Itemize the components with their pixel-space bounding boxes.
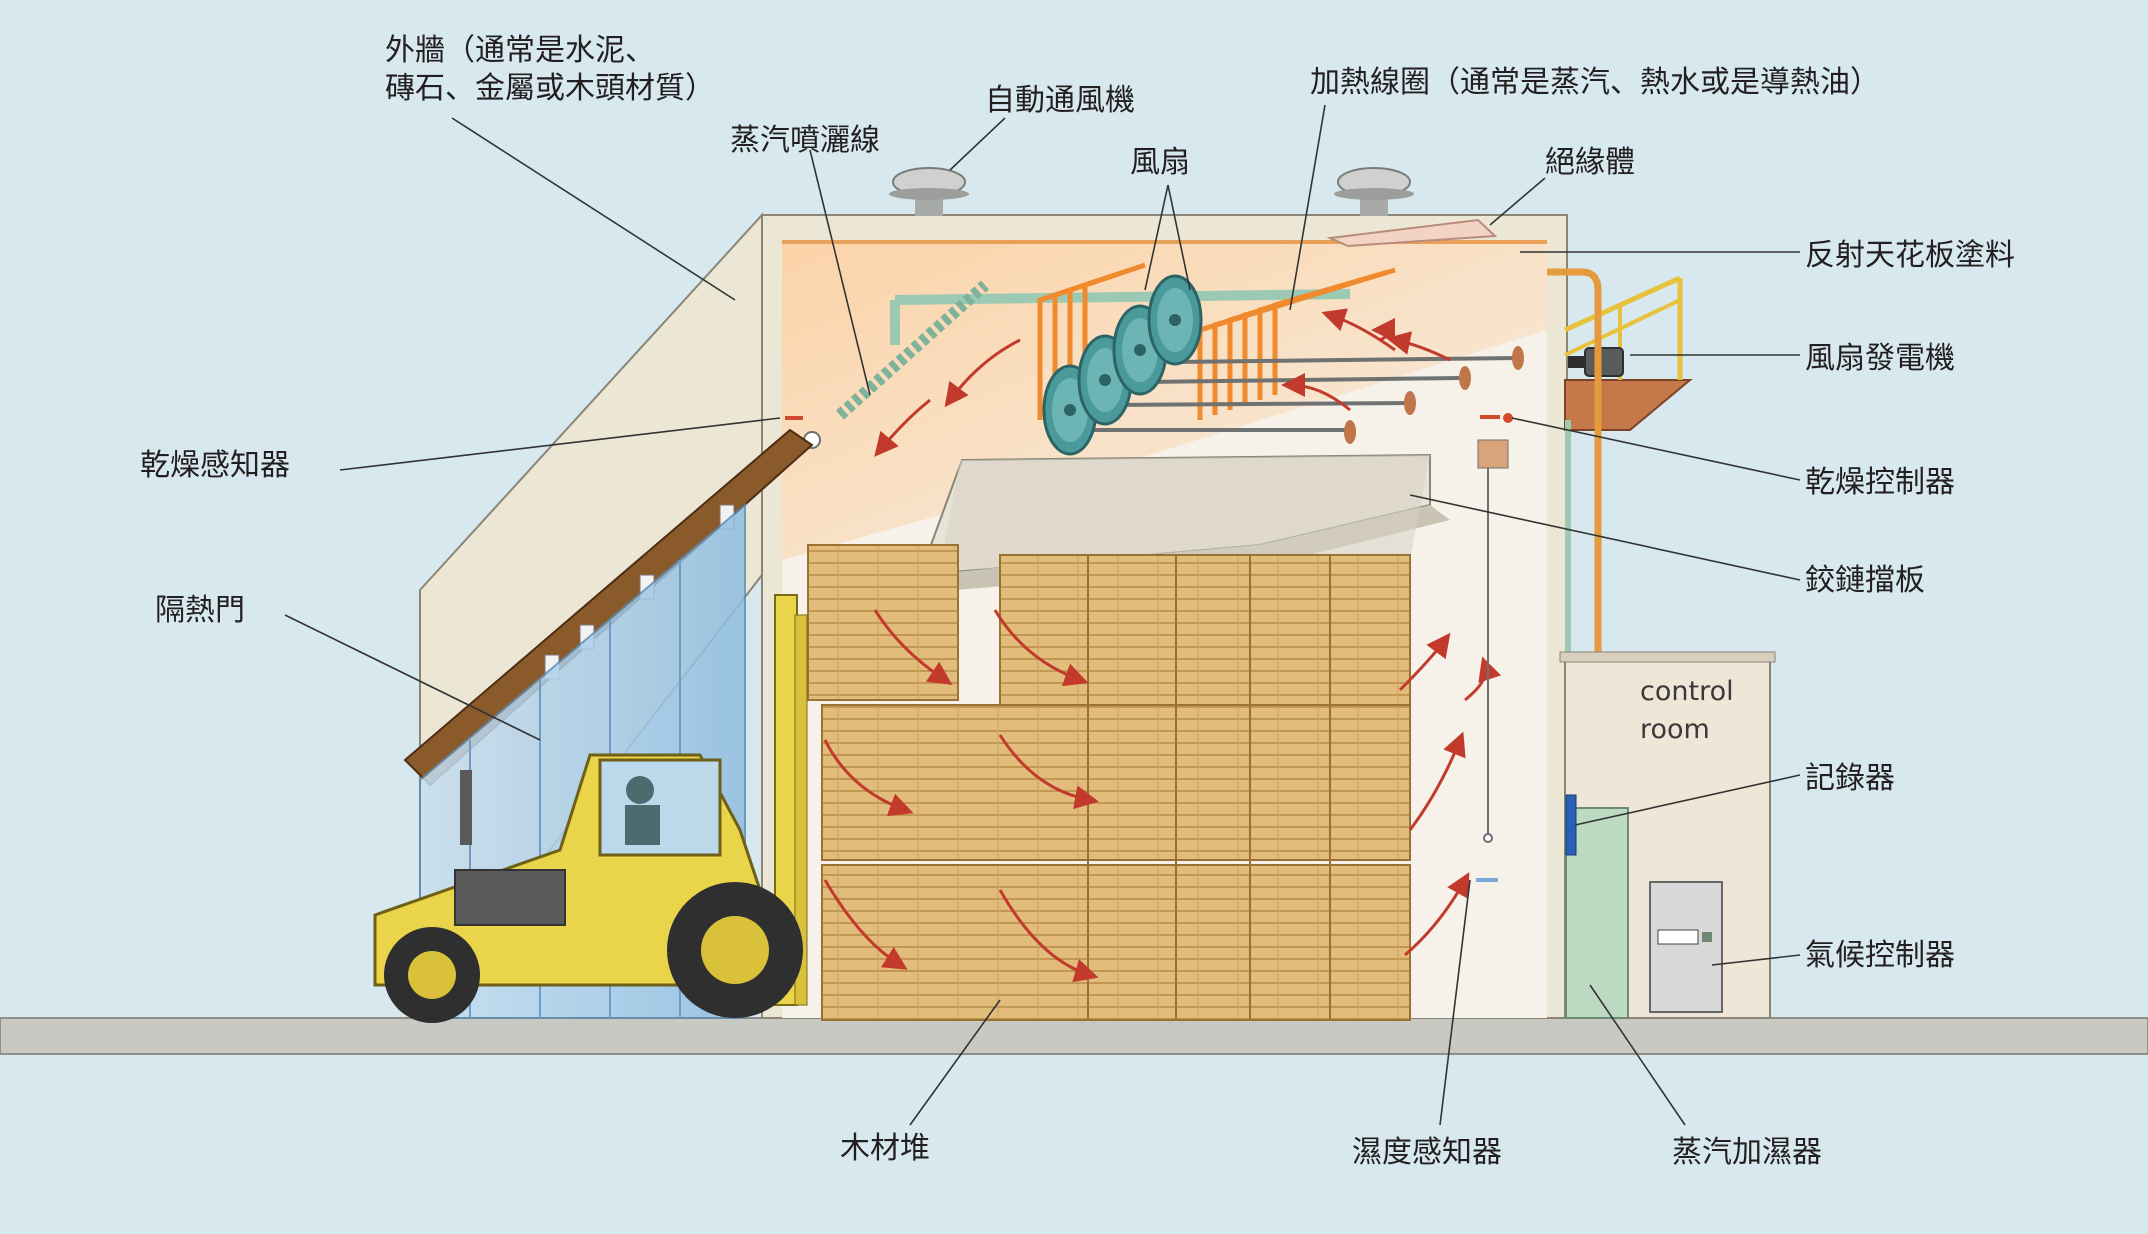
label-auto-vent: 自動通風機 (985, 83, 1135, 118)
label-outer-wall-2: 磚石、金屬或木頭材質） (385, 71, 715, 106)
lumber-stack (808, 545, 1410, 1020)
label-climate-controller: 氣候控制器 (1805, 938, 1955, 973)
label-fans: 風扇 (1130, 145, 1190, 180)
label-insulated-door: 隔熱門 (155, 593, 245, 628)
control-room: control room (1560, 652, 1775, 1018)
label-heating-coil: 加熱線圈（通常是蒸汽、熱水或是導熱油） (1310, 65, 1880, 100)
catwalk (1565, 278, 1690, 430)
control-room-label-1: control (1640, 676, 1734, 707)
label-reflective-ceiling: 反射天花板塗料 (1805, 238, 2015, 273)
label-fan-motor: 風扇發電機 (1805, 341, 1955, 376)
label-lumber-stack: 木材堆 (840, 1131, 930, 1166)
label-dry-sensor: 乾燥感知器 (140, 448, 290, 483)
label-hinged-baffle: 鉸鏈擋板 (1805, 563, 1925, 598)
label-steam-humidifier: 蒸汽加濕器 (1672, 1135, 1822, 1170)
ground (0, 1018, 2148, 1054)
label-steam-spray: 蒸汽噴灑線 (730, 123, 880, 158)
hinged-baffle (940, 455, 1430, 570)
label-recorder: 記錄器 (1805, 761, 1895, 796)
label-outer-wall-1: 外牆（通常是水泥、 (385, 33, 655, 68)
label-humidity-sensor: 濕度感知器 (1352, 1135, 1502, 1170)
roof-vent-left (889, 168, 969, 216)
label-dry-controller: 乾燥控制器 (1805, 465, 1955, 500)
label-insulation: 絕緣體 (1545, 145, 1635, 180)
roof-vent-right (1334, 168, 1414, 216)
fan-4 (1149, 276, 1201, 364)
control-room-label-2: room (1640, 714, 1710, 745)
